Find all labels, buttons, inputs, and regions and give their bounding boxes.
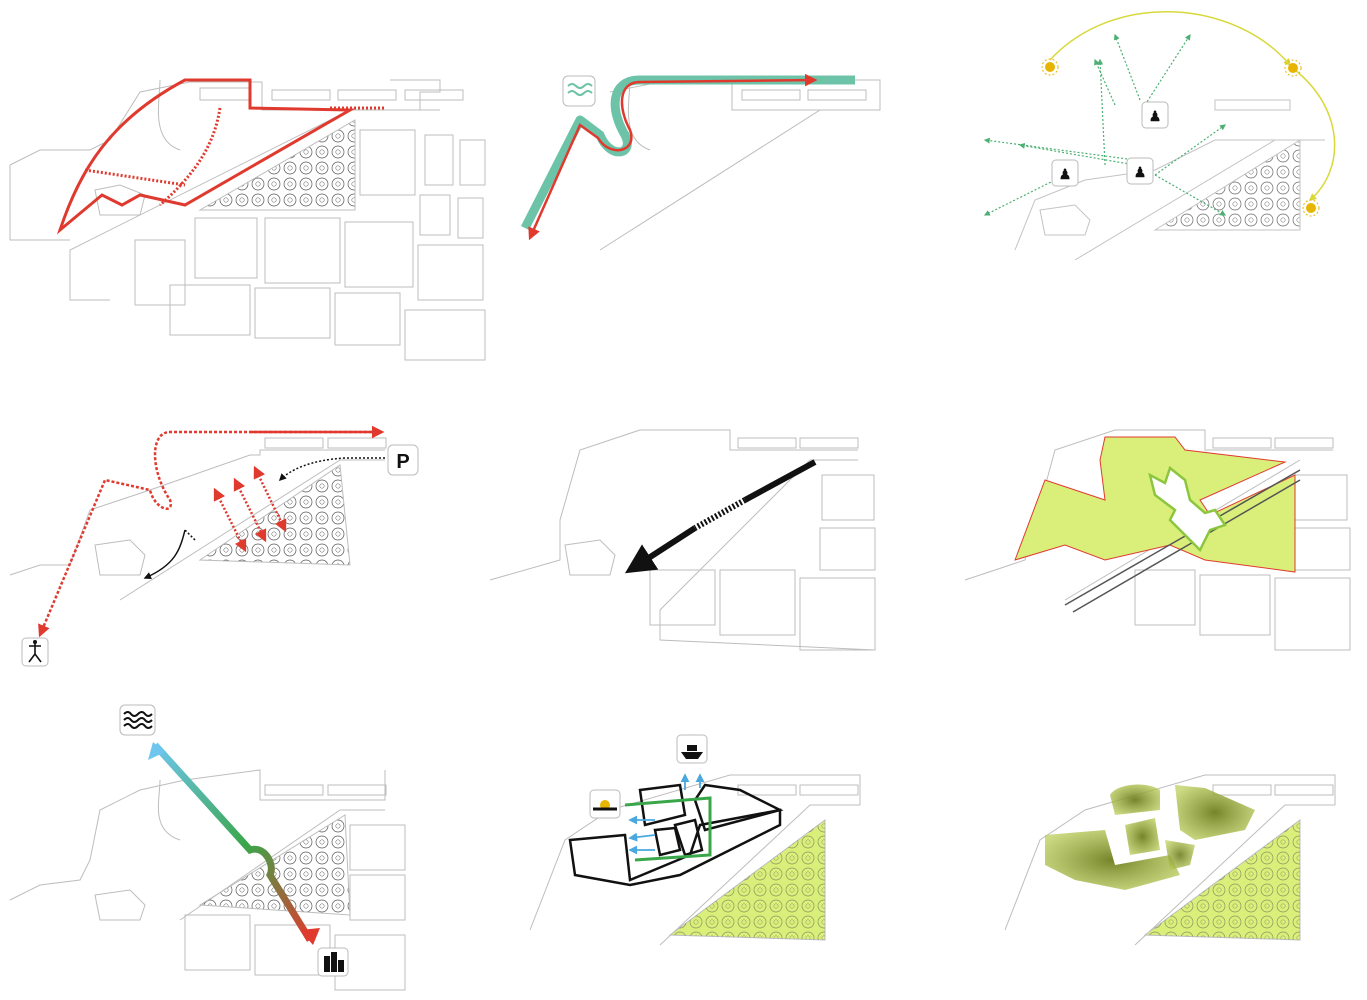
building-mass bbox=[1165, 840, 1195, 870]
main-axis-arrow bbox=[624, 525, 697, 574]
ship-icon bbox=[676, 734, 708, 764]
sun-icon bbox=[1302, 199, 1320, 217]
pedestrian-icon bbox=[21, 637, 49, 667]
water-city-axis bbox=[152, 742, 313, 942]
building-mass bbox=[1110, 784, 1160, 815]
park-area bbox=[1014, 436, 1296, 573]
parking-icon: P bbox=[387, 444, 419, 476]
svg-text:♟: ♟ bbox=[1059, 166, 1072, 182]
panel-views-sun: ♟ ♟ ♟ bbox=[983, 11, 1336, 261]
water-icon bbox=[119, 704, 156, 736]
sun-icon bbox=[1041, 58, 1059, 76]
people-icon: ♟ bbox=[1141, 101, 1169, 129]
panel-water-city bbox=[9, 704, 406, 991]
bridge-arrow bbox=[1148, 465, 1227, 553]
city-icon bbox=[317, 947, 349, 977]
panel-program bbox=[529, 734, 861, 946]
panel-circulation: P bbox=[9, 425, 419, 667]
panel-massing bbox=[1004, 774, 1336, 946]
panel-park-bridge bbox=[964, 429, 1351, 651]
people-icon: ♟ bbox=[1051, 159, 1079, 187]
panel-waterfront-promenade bbox=[520, 73, 881, 251]
people-icon: ♟ bbox=[1126, 157, 1154, 185]
panel-site-boundary bbox=[9, 78, 486, 361]
sun-icon bbox=[1284, 59, 1302, 77]
svg-text:♟: ♟ bbox=[1149, 108, 1162, 124]
building-mass bbox=[1125, 818, 1160, 855]
building-mass bbox=[1045, 830, 1180, 890]
building-mass bbox=[1175, 785, 1255, 840]
parking-label: P bbox=[396, 451, 409, 473]
svg-text:♟: ♟ bbox=[1134, 164, 1147, 180]
sunset-icon bbox=[589, 789, 621, 819]
panel-main-axis bbox=[489, 429, 876, 651]
site-boundary-outline bbox=[56, 78, 356, 235]
